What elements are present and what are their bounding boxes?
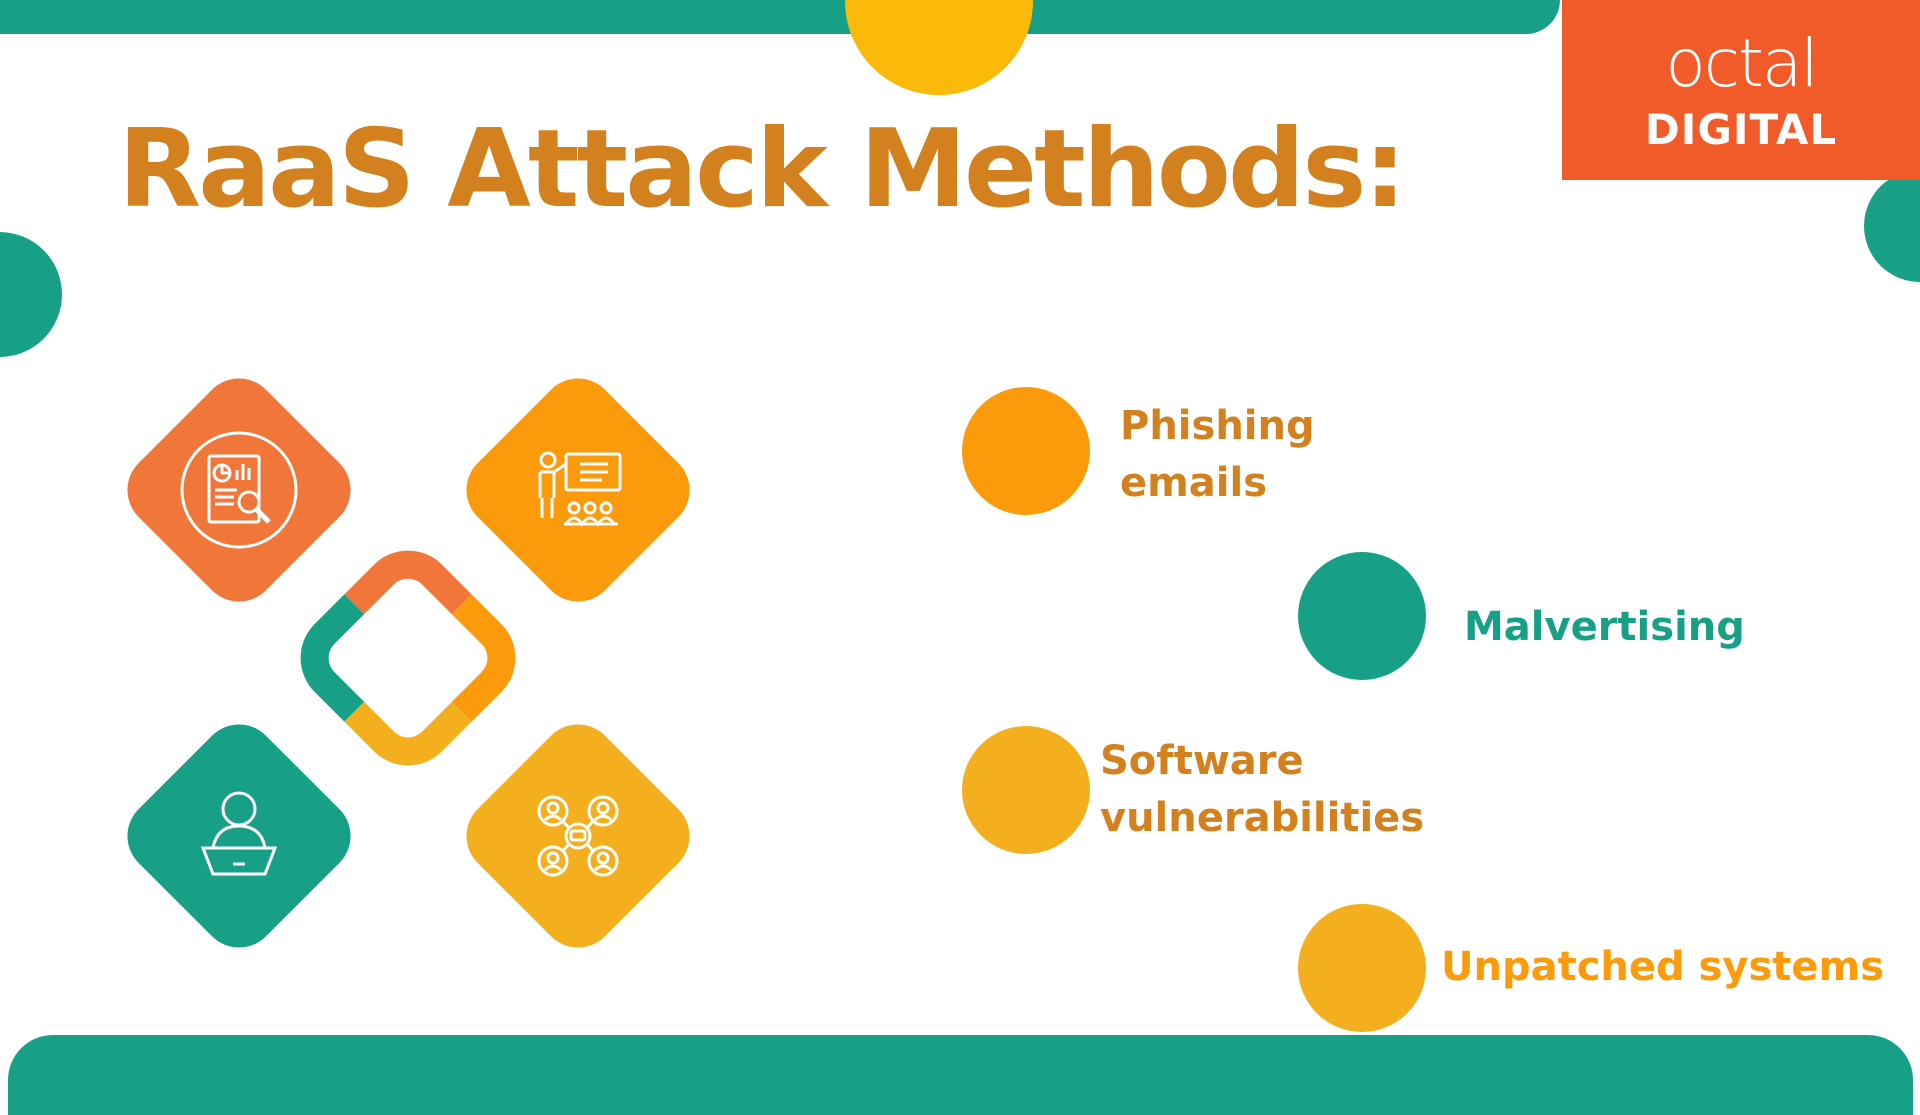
logo-wordmark-top: octal: [1665, 25, 1818, 102]
method-label-line1: Phishing: [1120, 403, 1315, 449]
logo-wordmark-bottom: DIGITAL: [1644, 105, 1838, 154]
bottom-decor-bar: [8, 1035, 1913, 1115]
method-label-line2: emails: [1120, 460, 1268, 506]
top-yellow-circle: [845, 0, 1033, 95]
report-analysis-icon: [179, 430, 299, 550]
method-label-line1: Software: [1100, 738, 1304, 784]
method-item-malvertising: Malvertising: [1464, 599, 1745, 656]
right-teal-circle: [1864, 170, 1920, 282]
method-bullet-malvertising: [1298, 552, 1426, 680]
left-teal-circle: [0, 232, 62, 357]
method-label-line1: Malvertising: [1464, 604, 1745, 650]
octal-digital-logo: octal DIGITAL: [1562, 0, 1920, 180]
diamond-tile-presentation: [450, 362, 706, 618]
page-title: RaaS Attack Methods:: [118, 107, 1407, 232]
method-label-line1: Unpatched systems: [1441, 944, 1885, 990]
center-diamond-ring: [282, 532, 534, 784]
diamond-tile-report: [111, 362, 367, 618]
method-item-phishing: Phishing emails: [1120, 398, 1315, 512]
presentation-audience-icon: [518, 430, 638, 550]
method-bullet-phishing: [962, 387, 1090, 515]
diamond-tile-network: [450, 708, 706, 964]
method-item-unpatched: Unpatched systems: [1441, 939, 1884, 996]
network-people-icon: [518, 776, 638, 896]
top-decor-bar: [0, 0, 1560, 34]
diamond-tile-user-laptop: [111, 708, 367, 964]
method-bullet-software: [962, 726, 1090, 854]
method-label-line2: vulnerabilities: [1100, 795, 1425, 841]
method-item-software: Software vulnerabilities: [1100, 733, 1424, 847]
user-laptop-icon: [179, 776, 299, 896]
method-bullet-unpatched: [1298, 904, 1426, 1032]
